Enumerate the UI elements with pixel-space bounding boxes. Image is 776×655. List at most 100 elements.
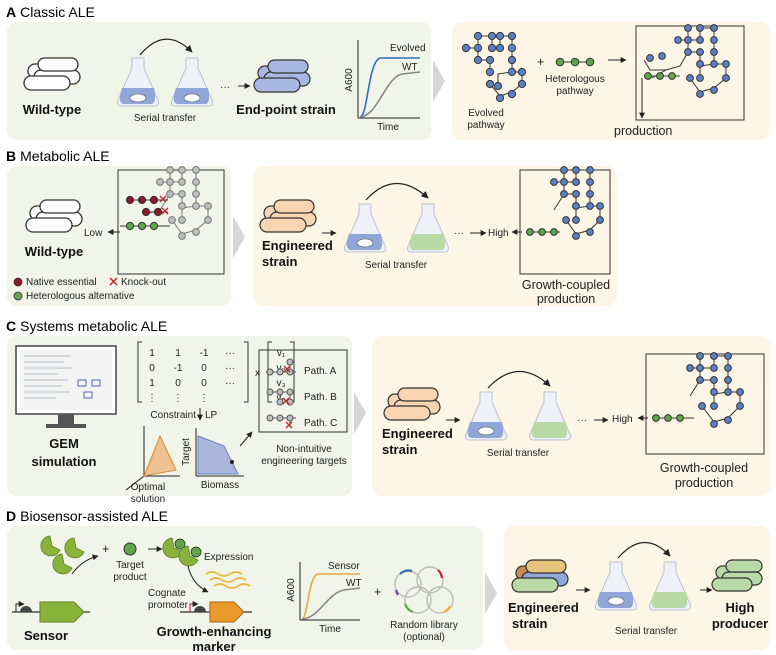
cognate-label-2: promoter: [148, 600, 189, 611]
matrix-cell: 0: [201, 363, 207, 374]
growth-chart-a: Evolved WT A600 Time: [344, 40, 426, 133]
random-library-plasmids: [394, 566, 454, 614]
panel-a-title: Classic ALE: [20, 4, 95, 20]
production-envelope-plot: Target Biomass: [181, 428, 244, 491]
non-intuitive-label-1: Non-intuitive: [276, 444, 332, 455]
cognate-label-1: Cognate: [148, 588, 186, 599]
transition-chevron: [433, 60, 445, 102]
marker-gene: [180, 601, 252, 623]
flask-2: [171, 57, 213, 107]
engineered-cells-d: [511, 559, 569, 593]
optimal-label-1: Optimal: [131, 482, 165, 493]
expression-mrna: [205, 571, 251, 589]
engineering-targets: [266, 358, 296, 429]
growth-coupled-label-1: Growth-coupled: [522, 278, 610, 292]
plus: +: [374, 585, 381, 599]
engineered-cells-c: [383, 387, 441, 421]
engineered-label-2: strain: [262, 254, 297, 269]
times-sign: x: [255, 368, 260, 379]
engineered-label-1: Engineered: [262, 238, 333, 253]
matrix-cell: 1: [149, 348, 155, 359]
flux-cone-plot: [125, 426, 180, 491]
heterologous-alt-label: Heterologous alternative: [26, 291, 135, 302]
flux-vector-entry: v₂: [277, 363, 286, 374]
targets-frame: [258, 349, 348, 433]
knockout-label: Knock-out: [121, 277, 166, 288]
panel-d-box-right: [504, 526, 770, 650]
flask-c1: [465, 391, 507, 441]
y-axis-label: A600: [344, 68, 355, 92]
transfer-arrow: [365, 182, 429, 201]
plus: +: [102, 542, 109, 556]
heterologous-label-2: pathway: [556, 86, 593, 97]
random-library-label-2: (optional): [403, 632, 445, 643]
matrix-cell: 1: [149, 378, 155, 389]
panel-a-letter: A: [6, 4, 16, 20]
matrix-cell: 0: [149, 363, 155, 374]
serial-transfer-label: Serial transfer: [487, 448, 550, 459]
endpoint-cells: [253, 59, 311, 93]
path-b-label: Path. B: [304, 392, 337, 403]
biomass-axis-label: Biomass: [201, 480, 239, 491]
panel-d-letter: D: [6, 508, 16, 524]
matrix-cell: -1: [200, 348, 209, 359]
transfer-arrow: [617, 541, 671, 559]
heterologous-alt-swatch: [13, 291, 23, 301]
panel-d-title: Biosensor-assisted ALE: [20, 508, 168, 524]
arrow: [187, 565, 209, 593]
target-product-molecule: [123, 542, 137, 556]
marker-label-2: marker: [192, 639, 235, 654]
matrix-cell: 0: [201, 378, 207, 389]
gem-label-1: GEM: [49, 436, 79, 451]
transfer-arrow: [487, 370, 551, 389]
path-c-label: Path. C: [304, 418, 337, 429]
expression-label: Expression: [204, 552, 253, 563]
matrix-cell: 1: [175, 348, 181, 359]
x-axis-label: Time: [377, 122, 399, 133]
computer-monitor-icon: [15, 345, 117, 428]
panel-c-box-right: [372, 336, 770, 496]
heterologous-alt-pathway: [120, 221, 170, 231]
flask-1: [117, 57, 159, 107]
transition-chevron: [485, 572, 497, 614]
evolved-curve: [359, 57, 420, 118]
flask-b1: [344, 203, 386, 253]
matrix-cell: 0: [175, 378, 181, 389]
flux-vector-entry: v₃: [276, 378, 285, 389]
panel-a-box-left: [7, 22, 431, 140]
serial-transfer-label: Serial transfer: [615, 626, 678, 637]
wildtype-label: Wild-type: [23, 102, 81, 117]
ellipsis: ···: [220, 82, 230, 93]
knockout-network: [145, 166, 212, 240]
native-essential-pathways: [125, 195, 169, 217]
target-product-label-1: Target: [116, 560, 144, 571]
matrix-cell: ⋮: [147, 393, 157, 404]
sensor-complex: [162, 537, 202, 567]
heterologous-pathway: [555, 57, 595, 67]
path-a-label: Path. A: [304, 366, 337, 377]
matrix-cell: -1: [174, 363, 183, 374]
production-label: production: [614, 124, 672, 138]
wt-label: WT: [402, 62, 418, 73]
engineered-label-2: strain: [382, 442, 417, 457]
native-essential-label: Native essential: [26, 277, 97, 288]
engineered-label-1: Engineered: [508, 600, 579, 615]
flask-d2: [649, 561, 691, 611]
matrix-cell: ···: [225, 348, 235, 359]
growth-coupled-network-c: [652, 352, 744, 428]
high-producer-label-2: producer: [712, 616, 768, 631]
high-label: High: [612, 414, 633, 425]
native-essential-swatch: [13, 277, 23, 287]
x-axis-label: Time: [319, 624, 341, 635]
evolved-pathway-label-1: Evolved: [468, 108, 504, 119]
y-axis-label: A600: [286, 578, 297, 602]
plus: +: [537, 55, 544, 69]
legend-b: Native essential Knock-out Heterologous …: [13, 277, 166, 302]
